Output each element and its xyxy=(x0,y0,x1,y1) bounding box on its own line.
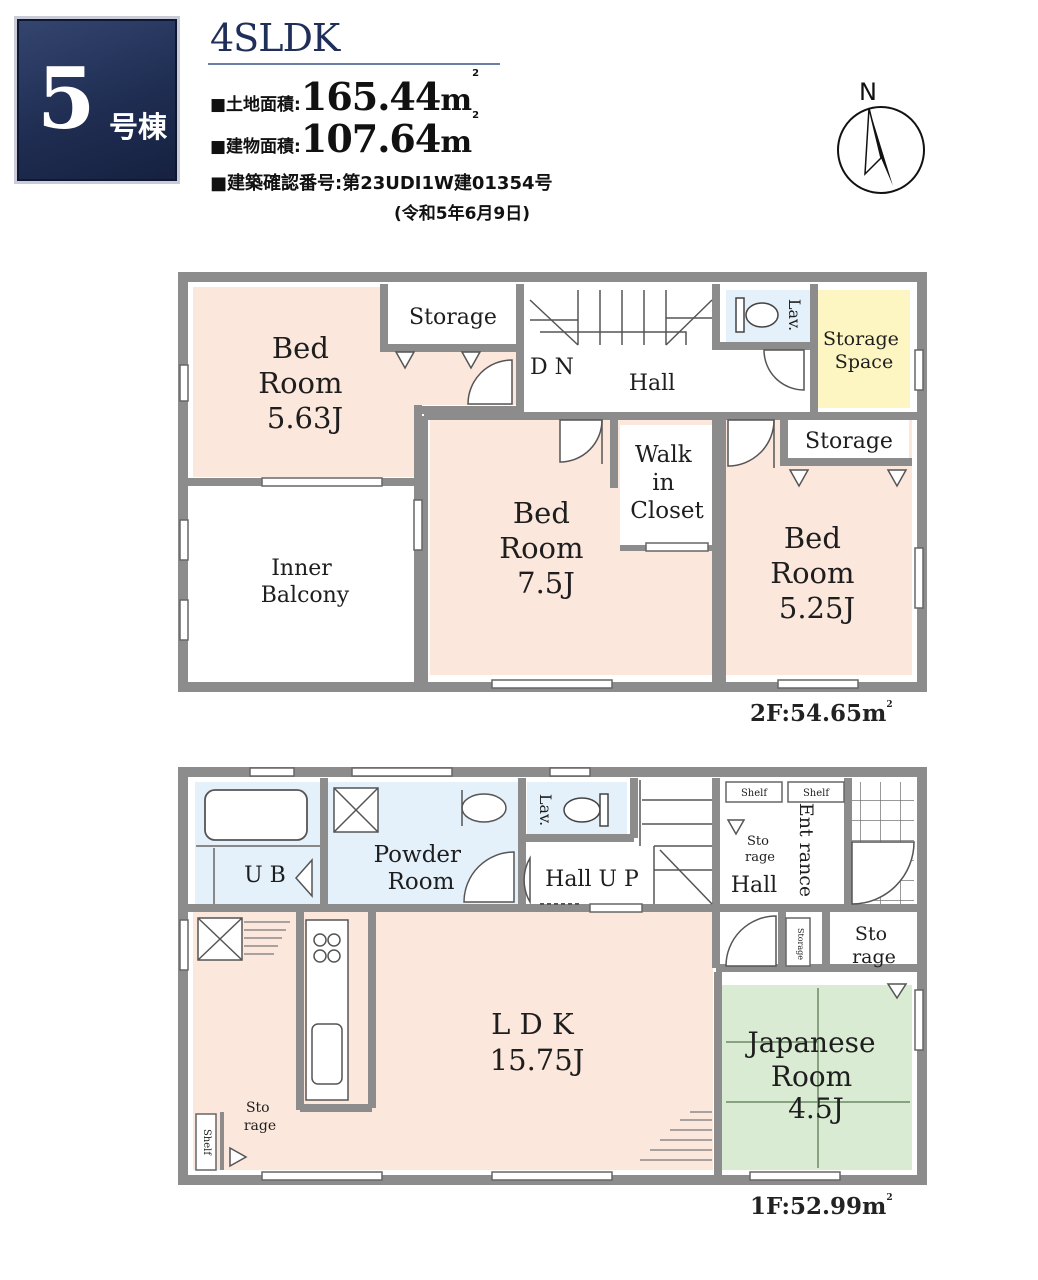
2f-floor-area-sup: 2 xyxy=(886,700,893,710)
1f-wash-basin-icon xyxy=(461,793,507,823)
2f-lav-label: Lav. xyxy=(785,299,804,331)
building-area-value: 107.64 xyxy=(300,116,441,161)
1f-storage-3-label: Sto rage xyxy=(244,1100,276,1134)
1f-stairs xyxy=(639,780,713,905)
2f-bed-room-3-label: Bed Room 5.25J xyxy=(770,521,863,625)
1f-japanese-room-floor xyxy=(722,985,912,1170)
land-area-unit: m xyxy=(440,83,473,118)
1f-storage-2-label: Sto rage xyxy=(852,923,896,968)
1f-shelf-3-label: Shelf xyxy=(201,1129,212,1156)
1f-hall-window xyxy=(589,903,643,913)
2f-inner-balcony-label: Inner Balcony xyxy=(261,556,350,608)
1f-hall-label: Hall xyxy=(731,873,777,898)
2f-bed-room-1-floor xyxy=(193,287,516,477)
2f-toilet-icon xyxy=(735,297,779,333)
1f-floor-area-sup: 2 xyxy=(886,1193,893,1203)
1f-kitchen-counter xyxy=(197,917,349,1101)
1f-toilet-icon xyxy=(563,793,609,827)
2f-bed-room-1-label: Bed Room 5.63J xyxy=(258,331,351,435)
2f-inner-balcony-floor xyxy=(195,490,415,675)
land-area-line: ■土地面積:165.44m2 xyxy=(210,68,479,119)
2f-stairs xyxy=(529,290,713,346)
1f-entrance-label: Ent rance xyxy=(795,803,817,897)
1f-floor-area: 1F:52.99m2 xyxy=(750,1193,893,1220)
2f-storage-b-floor xyxy=(787,420,909,460)
1f-storage-small-label: Storage xyxy=(796,928,805,960)
1f-ldk-label: L D K 15.75J xyxy=(490,1007,585,1077)
1f-floor-area-unit: m xyxy=(862,1193,887,1220)
1f-ub-label: U B xyxy=(244,863,286,888)
2f-storage-a-label: Storage xyxy=(409,305,497,330)
compass-label: N xyxy=(859,78,877,106)
2f-closet-shelf xyxy=(645,542,709,552)
2f-storage-b-label: Storage xyxy=(805,429,893,454)
2f-floor-area-unit: m xyxy=(862,700,887,727)
2f-storage-space-floor xyxy=(818,290,910,408)
first-floor-plan: U B Powder Room Lav. Hall U P Shelf Shel… xyxy=(178,767,927,1185)
2f-windows xyxy=(179,349,924,689)
1f-shelf-box xyxy=(195,1113,217,1171)
1f-tatami-lines xyxy=(726,988,910,1168)
1f-ldk-stair-lines xyxy=(640,1111,712,1161)
1f-interior-walls xyxy=(188,778,918,1176)
2f-walk-in-closet-floor xyxy=(620,425,712,545)
land-area-label: ■土地面積: xyxy=(210,95,301,115)
1f-floor-area-text: 1F:52.99 xyxy=(750,1193,863,1220)
2f-dn-label: D N xyxy=(530,355,574,380)
1f-storage-1-label: Sto rage xyxy=(745,834,775,865)
1f-hall-up-label: Hall U P xyxy=(545,867,639,892)
1f-storage-marker-2 xyxy=(886,983,908,1000)
land-area-sup: 2 xyxy=(472,68,480,79)
1f-windows xyxy=(179,767,924,1181)
north-compass-icon: N xyxy=(837,78,925,194)
1f-lav-label: Lav. xyxy=(536,794,555,826)
building-area-label: ■建物面積: xyxy=(210,137,301,157)
building-area-unit: m xyxy=(440,125,473,160)
1f-shelf-2-label: Shelf xyxy=(803,788,830,799)
title-underline xyxy=(208,63,500,65)
building-area-sup: 2 xyxy=(472,110,480,121)
layout-type-title: 4SLDK xyxy=(210,16,340,60)
permit-date: (令和5年6月9日) xyxy=(394,204,531,224)
1f-doors xyxy=(463,841,915,967)
2f-floor-area: 2F:54.65m2 xyxy=(750,700,893,727)
second-floor-plan: Bed Room 5.63J Storage D N Hall Lav. Sto… xyxy=(178,272,927,692)
badge-suffix: 号棟 xyxy=(109,110,168,144)
compass-needle-icon xyxy=(869,108,893,186)
2f-walk-in-closet-label: Walk in Closet xyxy=(630,442,704,524)
building-area-line: ■建物面積:107.64m 2 xyxy=(210,110,479,161)
1f-shelf-1-label: Shelf xyxy=(741,788,768,799)
1f-storage-marker xyxy=(726,819,746,836)
1f-shelves xyxy=(725,781,845,967)
1f-ub-marker xyxy=(294,858,313,898)
2f-bed-room-2-label: Bed Room 7.5J xyxy=(499,496,592,600)
land-area-value: 165.44 xyxy=(300,74,441,119)
1f-ldk-floor xyxy=(193,912,713,1170)
1f-washer-icon xyxy=(333,787,379,833)
2f-storage-space-label: Storage Space xyxy=(823,328,905,373)
2f-storage-a-floor xyxy=(393,290,515,342)
1f-powder-room-label: Powder Room xyxy=(374,842,469,895)
2f-closet-markers xyxy=(394,351,908,488)
building-number-badge: 5 号棟 xyxy=(14,16,180,184)
1f-japanese-room-label: Japanese Room 4.5J xyxy=(745,1026,885,1125)
badge-number: 5 xyxy=(37,49,96,148)
permit-number: ■建築確認番号:第23UDI1W建01354号 xyxy=(210,173,553,194)
compass-needle-outline xyxy=(864,107,882,176)
2f-floor-area-text: 2F:54.65 xyxy=(750,700,863,727)
2f-doors xyxy=(467,349,805,468)
compass-ring xyxy=(837,106,925,194)
1f-storage-marker-3 xyxy=(229,1146,248,1168)
2f-hall-label: Hall xyxy=(629,371,675,396)
1f-range-hood-lines xyxy=(244,921,290,955)
1f-bathtub-icon xyxy=(204,789,308,841)
